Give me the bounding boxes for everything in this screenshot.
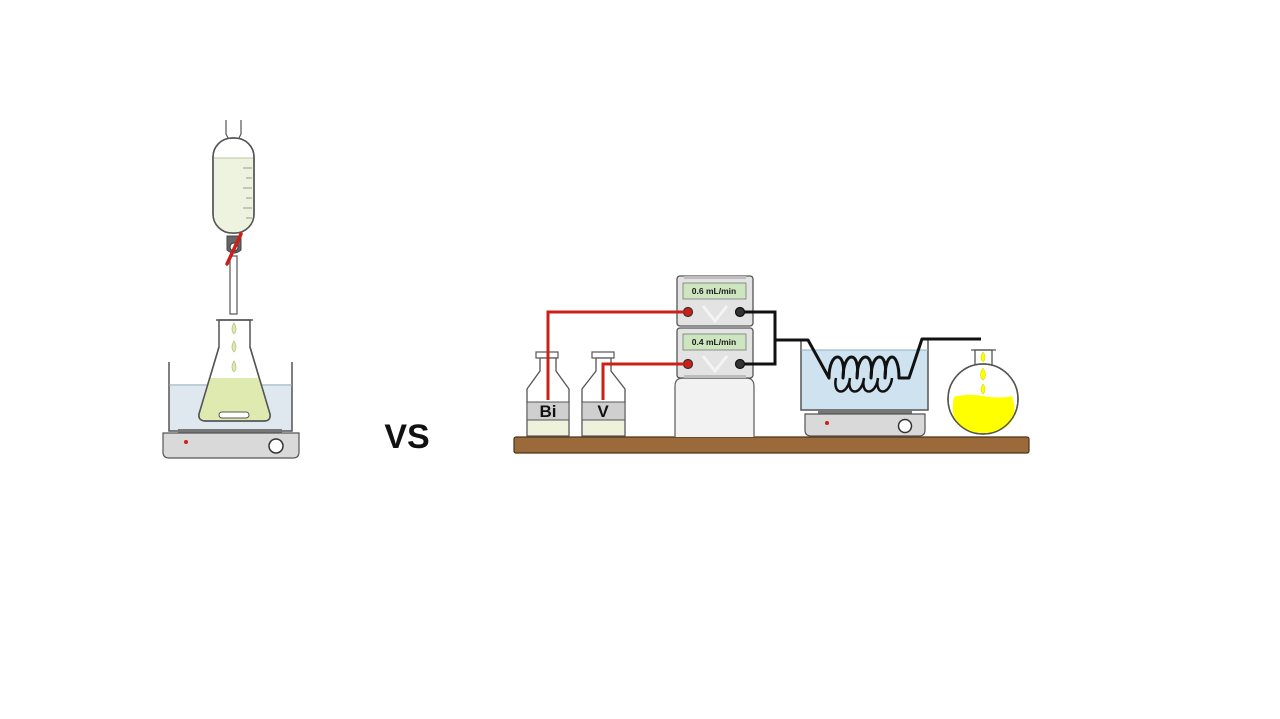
- pump-1-flow-rate: 0.6 mL/min: [692, 286, 736, 296]
- coil-reactor: [775, 337, 981, 380]
- tubing-inlet-bi: [546, 310, 684, 400]
- tubing-inlet-v: [601, 362, 684, 400]
- stir-bar: [218, 411, 250, 419]
- batch-setup: [162, 120, 300, 459]
- lab-bench: [513, 436, 1030, 454]
- reagent-label-v: V: [597, 402, 609, 421]
- funnel-stem: [229, 255, 238, 315]
- syringe-pump-1: [676, 275, 754, 327]
- pump-2-flow-rate: 0.4 mL/min: [692, 337, 736, 347]
- flow-hotplate-stirrer: [804, 410, 926, 437]
- comparison-label: VS: [384, 418, 429, 456]
- stopcock-valve: [225, 232, 243, 266]
- batch-hotplate-stirrer: [162, 429, 300, 459]
- reagent-label-bi: Bi: [540, 402, 557, 421]
- product-droplets: [980, 351, 986, 395]
- syringe-pump-2: [676, 327, 754, 379]
- pump-stand: [674, 377, 755, 437]
- dropping-funnel: [212, 137, 255, 234]
- droplets: [231, 322, 237, 373]
- tubing-outlet-pump-2: [744, 340, 777, 366]
- funnel-neck: [225, 120, 242, 141]
- tubing-outlet-pump-1: [744, 310, 777, 340]
- coil-front-loops: [834, 377, 894, 393]
- flow-setup: Bi V 0.6 mL/min 0.4 mL/min: [513, 275, 1030, 454]
- collection-flask: [947, 349, 1019, 435]
